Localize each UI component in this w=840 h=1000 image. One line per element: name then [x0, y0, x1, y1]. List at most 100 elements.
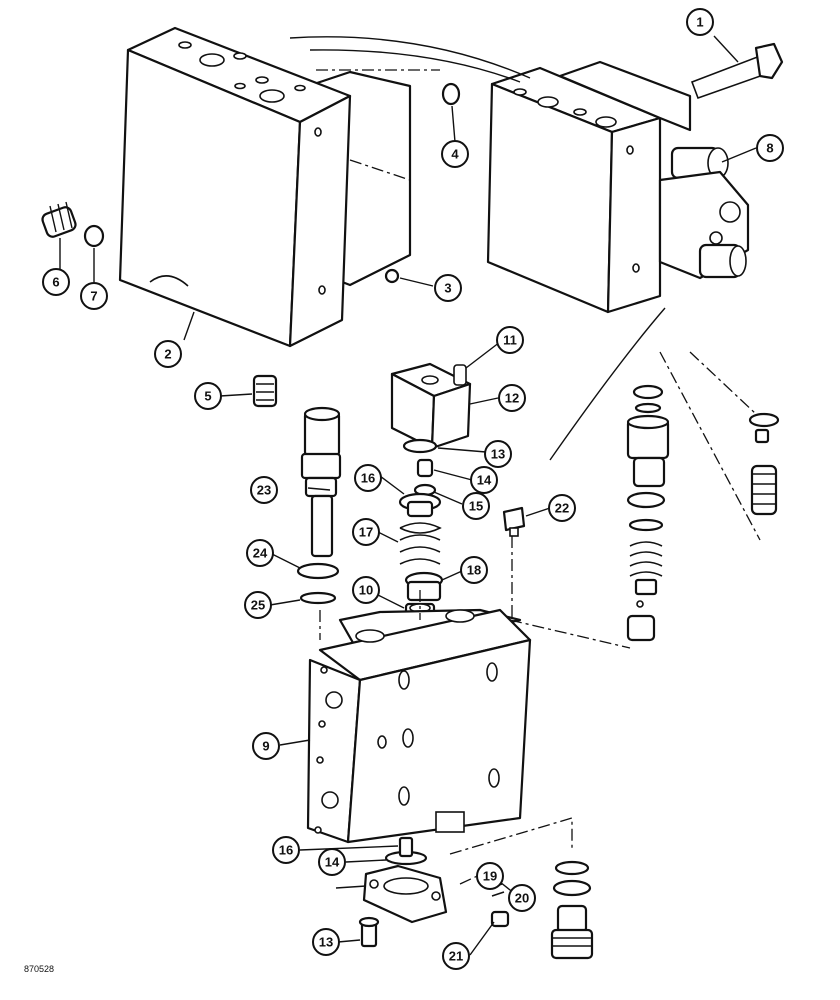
- callout-15: 15: [462, 492, 490, 520]
- callout-16: 16: [354, 464, 382, 492]
- callout-circle: [686, 8, 714, 36]
- callout-label: 6: [52, 275, 59, 290]
- plug-22: [502, 506, 526, 537]
- callout-14: 14: [318, 848, 346, 876]
- callout-label: 18: [467, 563, 481, 578]
- callout-circle: [246, 539, 274, 567]
- callout-label: 14: [325, 855, 340, 870]
- callout-12: 12: [498, 384, 526, 412]
- callout-16: 16: [272, 836, 300, 864]
- bolt-1: [690, 42, 784, 100]
- screw-19: [358, 916, 380, 948]
- callout-3: 3: [434, 274, 462, 302]
- callout-circle: [154, 340, 182, 368]
- callout-label: 11: [503, 333, 517, 348]
- callout-label: 24: [253, 546, 268, 561]
- callout-10: 10: [352, 576, 380, 604]
- callout-circle: [352, 518, 380, 546]
- callout-circle: [508, 884, 536, 912]
- callout-circle: [470, 466, 498, 494]
- callout-label: 12: [505, 391, 519, 406]
- callout-circle: [42, 268, 70, 296]
- spring-6: [41, 201, 77, 238]
- o-ring-4: [441, 82, 461, 106]
- callout-label: 10: [359, 583, 373, 598]
- callout-9: 9: [252, 732, 280, 760]
- callout-circle: [441, 140, 469, 168]
- relief-valve-23: [300, 406, 342, 558]
- callout-label: 16: [361, 471, 375, 486]
- callout-8: 8: [756, 134, 784, 162]
- callout-circle: [442, 942, 470, 970]
- callout-label: 14: [477, 473, 492, 488]
- figure-code: 870528: [24, 964, 54, 974]
- callout-1: 1: [686, 8, 714, 36]
- callout-label: 4: [451, 147, 459, 162]
- cartridge-valve-far-right: [748, 412, 780, 516]
- callout-20: 20: [508, 884, 536, 912]
- callout-label: 2: [164, 347, 171, 362]
- callout-11: 11: [496, 326, 524, 354]
- callout-13: 13: [312, 928, 340, 956]
- callout-label: 7: [90, 289, 97, 304]
- right-valve-assembly: [486, 60, 750, 314]
- callout-17: 17: [352, 518, 380, 546]
- callout-label: 25: [251, 598, 265, 613]
- callout-label: 8: [766, 141, 773, 156]
- plug-5: [252, 374, 278, 408]
- callout-13: 13: [484, 440, 512, 468]
- callout-circle: [484, 440, 512, 468]
- callout-label: 1: [696, 15, 703, 30]
- o-ring-3: [384, 268, 400, 284]
- callout-circle: [272, 836, 300, 864]
- seal-24: [296, 562, 340, 580]
- callout-circle: [548, 494, 576, 522]
- callout-circle: [496, 326, 524, 354]
- callout-circle: [354, 464, 382, 492]
- valve-stack: [398, 458, 444, 628]
- callout-14: 14: [470, 466, 498, 494]
- cap-7: [83, 224, 105, 248]
- left-valve-block: [118, 26, 412, 348]
- plug-21: [490, 910, 510, 928]
- callout-circle: [312, 928, 340, 956]
- callout-circle: [250, 476, 278, 504]
- callout-5: 5: [194, 382, 222, 410]
- callout-circle: [252, 732, 280, 760]
- callout-circle: [460, 556, 488, 584]
- callout-circle: [756, 134, 784, 162]
- callout-label: 16: [279, 843, 293, 858]
- callout-label: 19: [483, 869, 497, 884]
- callout-7: 7: [80, 282, 108, 310]
- callout-21: 21: [442, 942, 470, 970]
- callout-25: 25: [244, 591, 272, 619]
- o-ring-25: [299, 591, 337, 605]
- callout-circle: [434, 274, 462, 302]
- callout-24: 24: [246, 539, 274, 567]
- callout-circle: [318, 848, 346, 876]
- callout-label: 13: [319, 935, 333, 950]
- callout-circle: [80, 282, 108, 310]
- callout-label: 17: [359, 525, 373, 540]
- valve-body-9: [306, 608, 532, 844]
- callout-circle: [462, 492, 490, 520]
- callout-label: 5: [204, 389, 211, 404]
- callout-18: 18: [460, 556, 488, 584]
- callout-label: 22: [555, 501, 569, 516]
- flange-18: [362, 836, 448, 924]
- callout-circle: [194, 382, 222, 410]
- callout-label: 21: [449, 949, 463, 964]
- callout-label: 9: [262, 739, 269, 754]
- cartridge-valve-right: [626, 384, 670, 642]
- leader-lines: [59, 35, 757, 956]
- callout-label: 20: [515, 891, 529, 906]
- callout-circle: [476, 862, 504, 890]
- callout-group: 1234567891011121314151617181920212223242…: [42, 8, 784, 970]
- callout-4: 4: [441, 140, 469, 168]
- callout-label: 13: [491, 447, 505, 462]
- callout-2: 2: [154, 340, 182, 368]
- callout-23: 23: [250, 476, 278, 504]
- callout-circle: [244, 591, 272, 619]
- callout-22: 22: [548, 494, 576, 522]
